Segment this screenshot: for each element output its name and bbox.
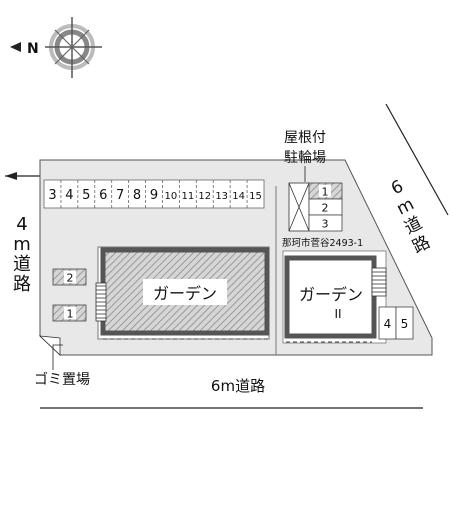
parking-space-number: 4 [65, 188, 73, 203]
parking-number-bg [64, 271, 76, 283]
road-right-line [385, 103, 449, 216]
parking-space-number: 12 [198, 191, 211, 202]
parking-space-number: 13 [215, 191, 228, 202]
parking-space-number: 1 [67, 308, 74, 321]
garbage-area [38, 335, 61, 356]
stairs-2-steps [372, 271, 386, 293]
parking-space-number: 5 [82, 188, 90, 203]
road-right-char: m [394, 194, 418, 219]
parking-space-number: 3 [48, 188, 56, 203]
parking-space-number: 5 [401, 317, 409, 331]
parking-space-number: 6 [99, 188, 107, 203]
garden-1-label-bg [143, 279, 227, 305]
parking-space [308, 214, 343, 232]
parking-number-bg [319, 185, 331, 197]
parking-space [395, 306, 414, 340]
garden-1-label: ガーデン [153, 284, 217, 303]
roofed-parking-label-line2: 駐輪場 [284, 149, 326, 166]
parking-roofed-stack: 1 2 3 [308, 182, 343, 232]
garbage-label: ゴミ置場 [34, 371, 90, 388]
parking-space-number: 8 [133, 188, 141, 203]
roofed-parking-label-line1: 屋根付 [284, 130, 326, 146]
building-garden-2 [284, 255, 377, 339]
stairs-2-icon [371, 267, 387, 297]
address-label: 那珂市菅谷2493-1 [282, 237, 363, 249]
parking-row-top [43, 179, 265, 209]
road-left-char: 路 [13, 274, 31, 295]
road-left-char: m [13, 234, 31, 255]
garden-2-label-line2: II [334, 307, 341, 321]
bike-parking-roof-cross [288, 182, 310, 232]
parking-space-number: 10 [165, 191, 178, 202]
parking-space-number: 4 [384, 317, 392, 331]
parking-space-number: 2 [322, 202, 329, 215]
parking-space-number: 14 [232, 191, 245, 202]
compass-rose-icon [10, 17, 102, 78]
leader-line [52, 344, 63, 370]
parking-space-number: 11 [181, 191, 194, 202]
road-left-char: 4 [16, 214, 27, 235]
stairs-steps [96, 285, 106, 319]
compass-north-label: N [27, 41, 39, 57]
parking-space-number: 15 [249, 191, 262, 202]
road-right-label: 6m道路 [388, 177, 433, 258]
parking-space-number: 1 [322, 186, 329, 199]
arrow-icon [5, 172, 17, 180]
parking-number-bg [64, 307, 76, 319]
garden-2-label-line1: ガーデン [299, 285, 363, 304]
road-bottom-label: 6m道路 [211, 377, 265, 395]
road-left-char: 道 [13, 254, 31, 275]
parking-space-number: 3 [322, 218, 329, 231]
parking-left-pair: 21 [52, 268, 87, 322]
parking-space-number: 7 [116, 188, 124, 203]
parking-space-number: 2 [67, 272, 74, 285]
parking-space-number: 9 [150, 188, 158, 203]
